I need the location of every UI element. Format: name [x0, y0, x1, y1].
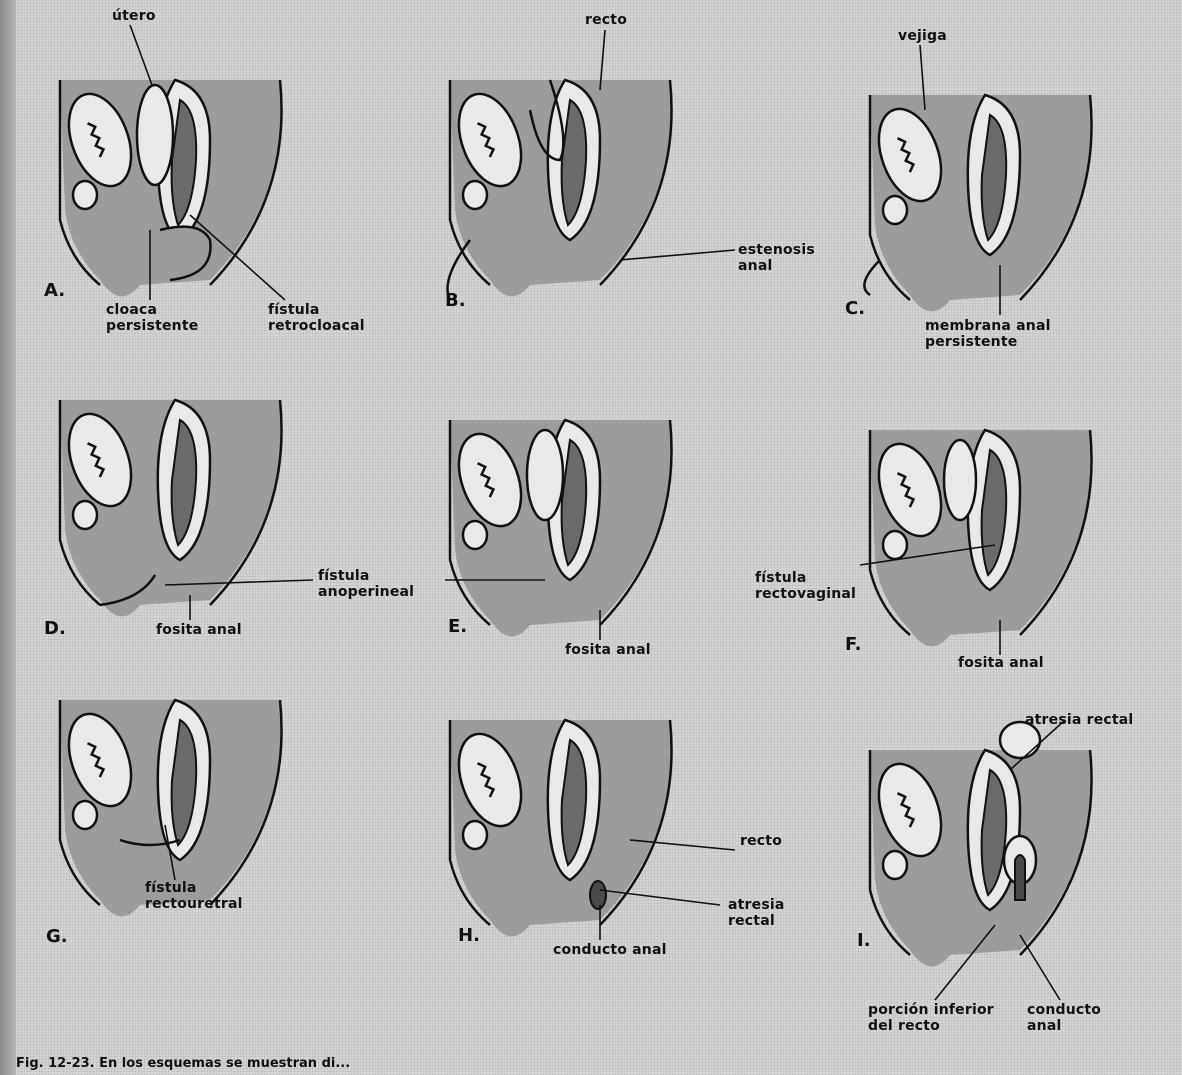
panel-b-letter: B.: [445, 290, 466, 311]
label-porcion-inferior-del-recto: porción inferior del recto: [868, 1002, 994, 1034]
label-fistula-rectouretral: fístula rectouretral: [145, 880, 243, 912]
label-atresia-rectal-h: atresia rectal: [728, 897, 785, 929]
label-estenosis-anal: estenosis anal: [738, 242, 815, 274]
label-fistula-retrocloacal: fístula retrocloacal: [268, 302, 365, 334]
label-recto-b: recto: [585, 12, 627, 28]
panel-c-letter: C.: [845, 298, 865, 319]
panel-a-drawing: [57, 80, 281, 296]
panel-b-drawing: [447, 80, 671, 300]
label-fistula-anoperineal: fístula anoperineal: [318, 568, 414, 600]
panel-d-drawing: [57, 400, 281, 616]
label-fosita-anal-d: fosita anal: [156, 622, 242, 638]
label-fosita-anal-f: fosita anal: [958, 655, 1044, 671]
label-recto-h: recto: [740, 833, 782, 849]
panel-f-drawing: [867, 430, 1091, 646]
panel-i-letter: I.: [857, 930, 871, 951]
panel-i-drawing: [867, 722, 1091, 966]
label-conducto-anal-i: conducto anal: [1027, 1002, 1101, 1034]
panel-h-drawing: [447, 720, 671, 936]
figure-caption: Fig. 12-23. En los esquemas se muestran …: [16, 1056, 350, 1071]
label-conducto-anal-h: conducto anal: [553, 942, 667, 958]
panel-c-drawing: [864, 95, 1091, 311]
label-cloaca-persistente: cloaca persistente: [106, 302, 198, 334]
label-fosita-anal-e: fosita anal: [565, 642, 651, 658]
panel-a-letter: A.: [44, 280, 65, 301]
label-vejiga: vejiga: [898, 28, 947, 44]
panel-h-letter: H.: [458, 925, 480, 946]
label-membrana-anal-persistente: membrana anal persistente: [925, 318, 1051, 350]
panel-g-letter: G.: [46, 926, 68, 947]
label-fistula-rectovaginal: fístula rectovaginal: [755, 570, 856, 602]
label-atresia-rectal-i: atresia rectal: [1025, 712, 1133, 728]
panel-e-letter: E.: [448, 616, 467, 637]
label-utero: útero: [112, 8, 156, 24]
panel-e-drawing: [447, 420, 671, 636]
panel-f-letter: F.: [845, 634, 862, 655]
panel-d-letter: D.: [44, 618, 66, 639]
